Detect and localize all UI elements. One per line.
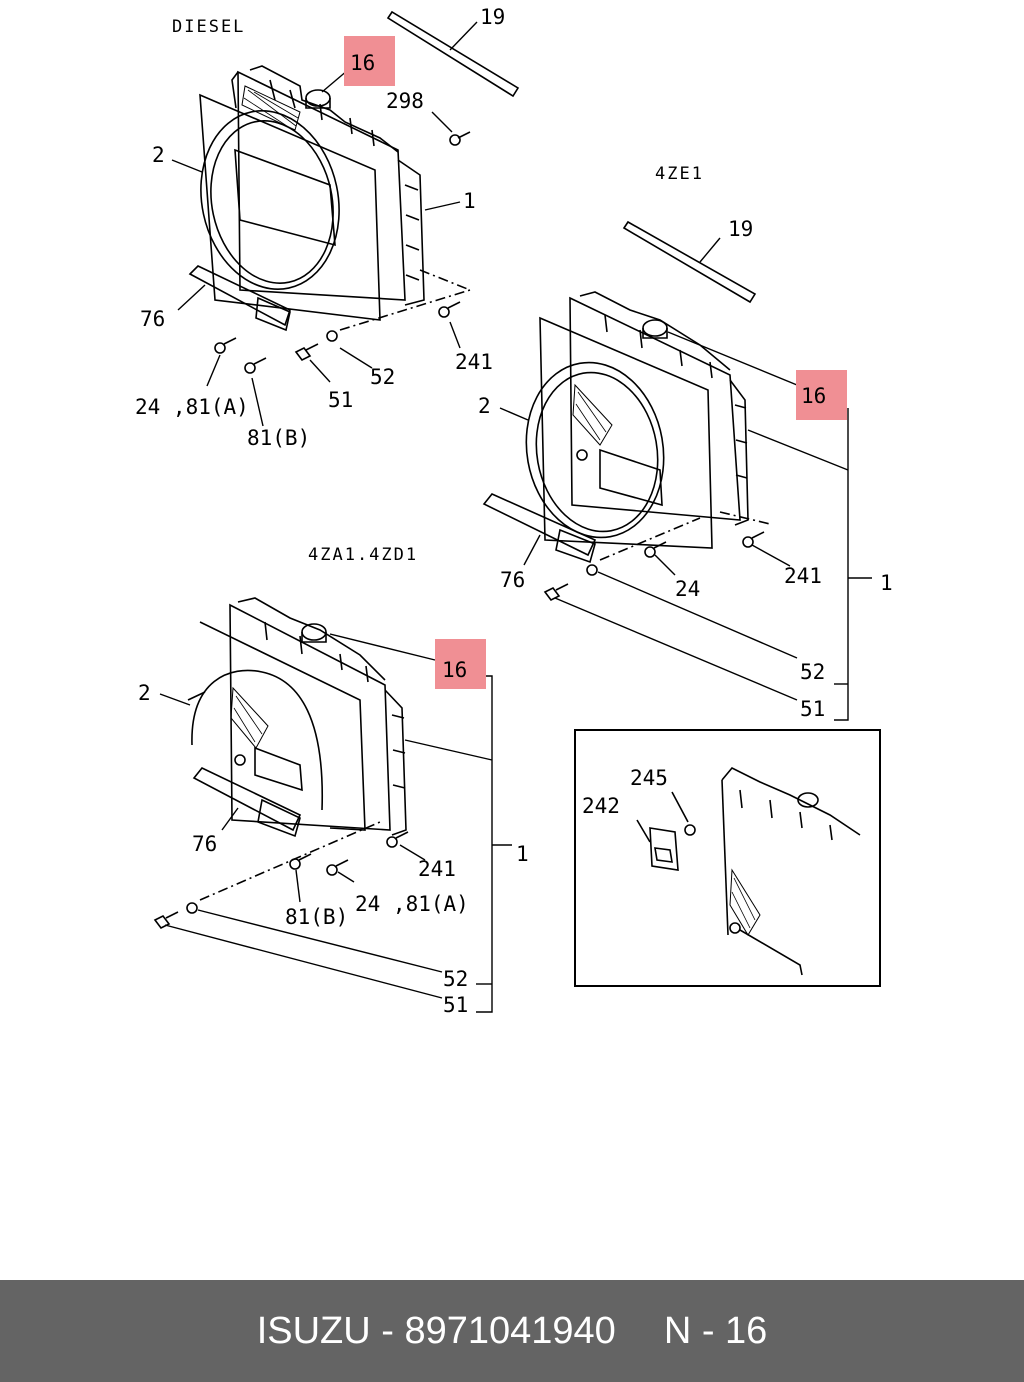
callout-242: 242	[582, 794, 620, 818]
callout-81b: 81(B)	[247, 426, 310, 450]
footer-separator: -	[370, 1309, 405, 1352]
callout-24-81a: 24 ,81(A)	[135, 395, 249, 419]
callout-16: 16	[442, 658, 467, 682]
callout-16: 16	[350, 51, 375, 75]
highlight-16-4ze1	[796, 370, 847, 420]
highlight-16-4za1	[435, 639, 486, 689]
4ze1-radiator-assembly	[482, 220, 771, 602]
4ze1-leader-lines	[499, 237, 872, 721]
callout-24-81a: 24 ,81(A)	[355, 892, 469, 916]
highlight-16-diesel	[344, 36, 395, 86]
section-label-4za1-4zd1: 4ZA1.4ZD1	[308, 545, 418, 565]
callout-52: 52	[370, 365, 395, 389]
section-label-diesel: DIESEL	[172, 17, 245, 37]
callout-76: 76	[500, 568, 525, 592]
inset-detail	[574, 729, 881, 987]
callout-16: 16	[801, 384, 826, 408]
section-label-4ze1: 4ZE1	[655, 164, 704, 184]
callout-241: 241	[455, 350, 493, 374]
callout-241: 241	[784, 564, 822, 588]
footer-page-ref: N - 16	[663, 1309, 768, 1352]
4za1-radiator-assembly	[153, 597, 409, 930]
callout-51: 51	[443, 993, 468, 1017]
callout-245: 245	[630, 766, 668, 790]
callout-52: 52	[443, 967, 468, 991]
callout-1: 1	[463, 189, 476, 213]
callout-81b: 81(B)	[285, 905, 348, 929]
callout-52: 52	[800, 660, 825, 684]
callout-298: 298	[386, 89, 424, 113]
footer-caption: ISUZU - 8971041940 N - 16	[0, 1280, 1024, 1382]
callout-51: 51	[328, 388, 353, 412]
callout-51: 51	[800, 697, 825, 721]
callout-2: 2	[478, 394, 491, 418]
callout-1: 1	[880, 571, 893, 595]
4za1-leader-lines	[159, 633, 512, 1013]
callout-19: 19	[728, 217, 753, 241]
footer-part-number: 8971041940	[404, 1309, 616, 1352]
callout-24: 24	[675, 577, 700, 601]
footer-brand: ISUZU	[256, 1309, 371, 1352]
parts-diagram: DIESEL 4ZE1 4ZA1.4ZD1 19 16 298 2 1 76 2…	[135, 5, 893, 1017]
callout-1: 1	[516, 842, 529, 866]
callout-19: 19	[480, 5, 505, 29]
callout-2: 2	[138, 681, 151, 705]
callout-76: 76	[192, 832, 217, 856]
callout-241: 241	[418, 857, 456, 881]
callout-2: 2	[152, 143, 165, 167]
callout-76: 76	[140, 307, 165, 331]
diesel-radiator-assembly	[188, 10, 520, 374]
diesel-leader-lines	[171, 21, 478, 427]
